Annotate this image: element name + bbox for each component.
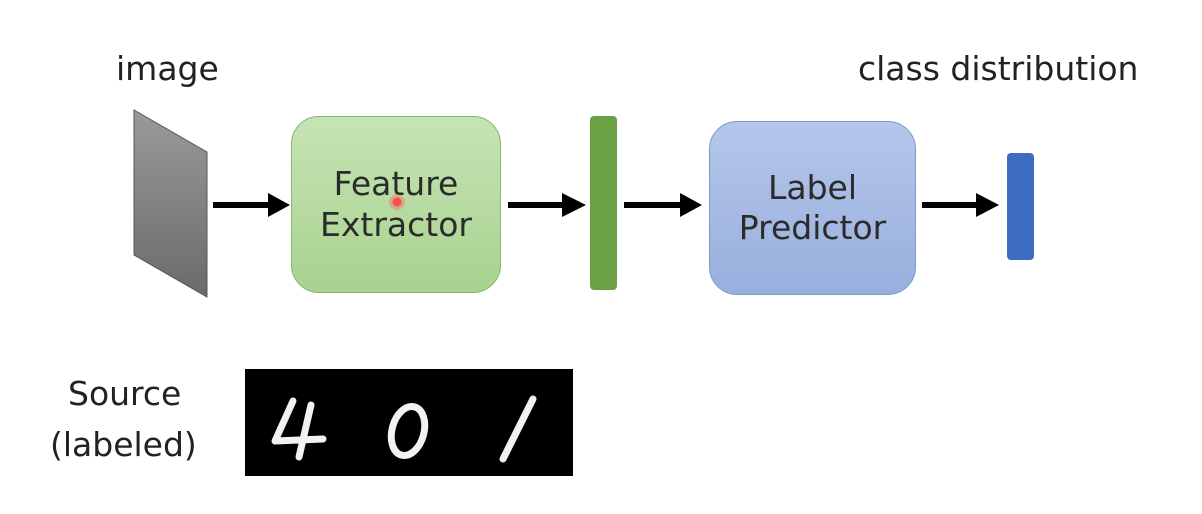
input-image-shape (133, 109, 208, 298)
digit-0 (387, 402, 429, 460)
feature-vector-bar (590, 116, 617, 290)
label-predictor-line2: Predictor (738, 208, 887, 247)
label-predictor-line1: Label (767, 167, 858, 207)
pointer-dot-icon (389, 194, 405, 210)
digit-4 (271, 397, 327, 461)
digit-1 (499, 395, 537, 463)
source-label: Source (68, 374, 182, 413)
arrow-image-to-extractor (213, 193, 290, 217)
feature-extractor-line2: Extractor (320, 204, 472, 244)
arrow-feature-to-predictor (624, 193, 702, 217)
source-labeled-label: (labeled) (50, 425, 197, 464)
arrow-predictor-to-output (922, 193, 999, 217)
class-distribution-bar (1007, 153, 1034, 260)
label-predictor-box: Label Predictor (709, 121, 916, 295)
arrow-extractor-to-feature (508, 193, 586, 217)
image-label: image (116, 49, 219, 88)
source-digits-image (245, 369, 573, 476)
class-distribution-label: class distribution (858, 49, 1139, 88)
